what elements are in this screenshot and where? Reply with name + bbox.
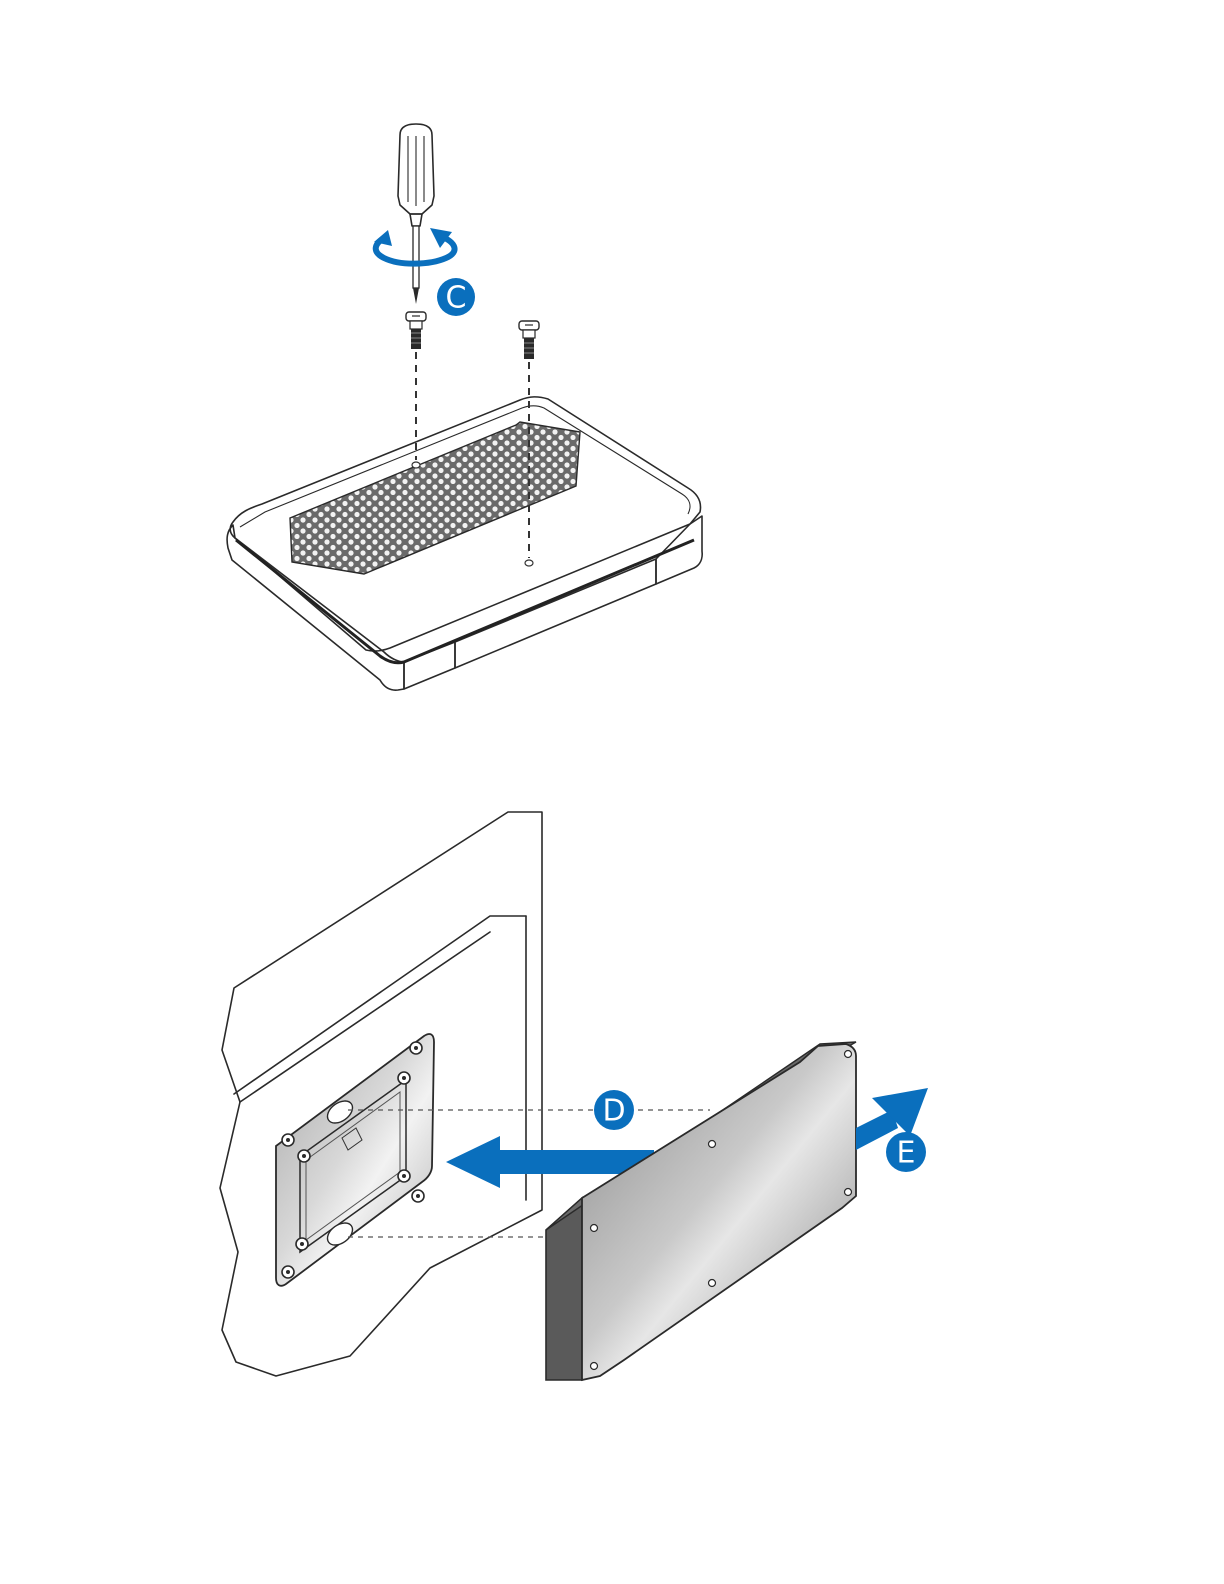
screw-hole-left — [412, 462, 420, 468]
step-c-label: C — [446, 281, 467, 316]
bottom-figure: D E — [220, 812, 928, 1380]
top-figure: C — [227, 124, 702, 690]
vent-mesh — [290, 422, 580, 574]
vesa-plate-icon — [276, 1034, 434, 1286]
step-e-label: E — [897, 1136, 916, 1171]
screw-hole-right — [525, 560, 533, 566]
step-c-badge: C — [437, 278, 475, 316]
step-e-badge: E — [886, 1132, 926, 1172]
screwdriver-icon — [398, 124, 434, 304]
screw-icon — [406, 312, 426, 349]
step-d-label: D — [602, 1094, 625, 1129]
step-d-badge: D — [594, 1090, 634, 1130]
screw-icon — [519, 321, 539, 359]
mini-pc — [227, 397, 702, 690]
mini-pc-side-view — [546, 1042, 856, 1380]
